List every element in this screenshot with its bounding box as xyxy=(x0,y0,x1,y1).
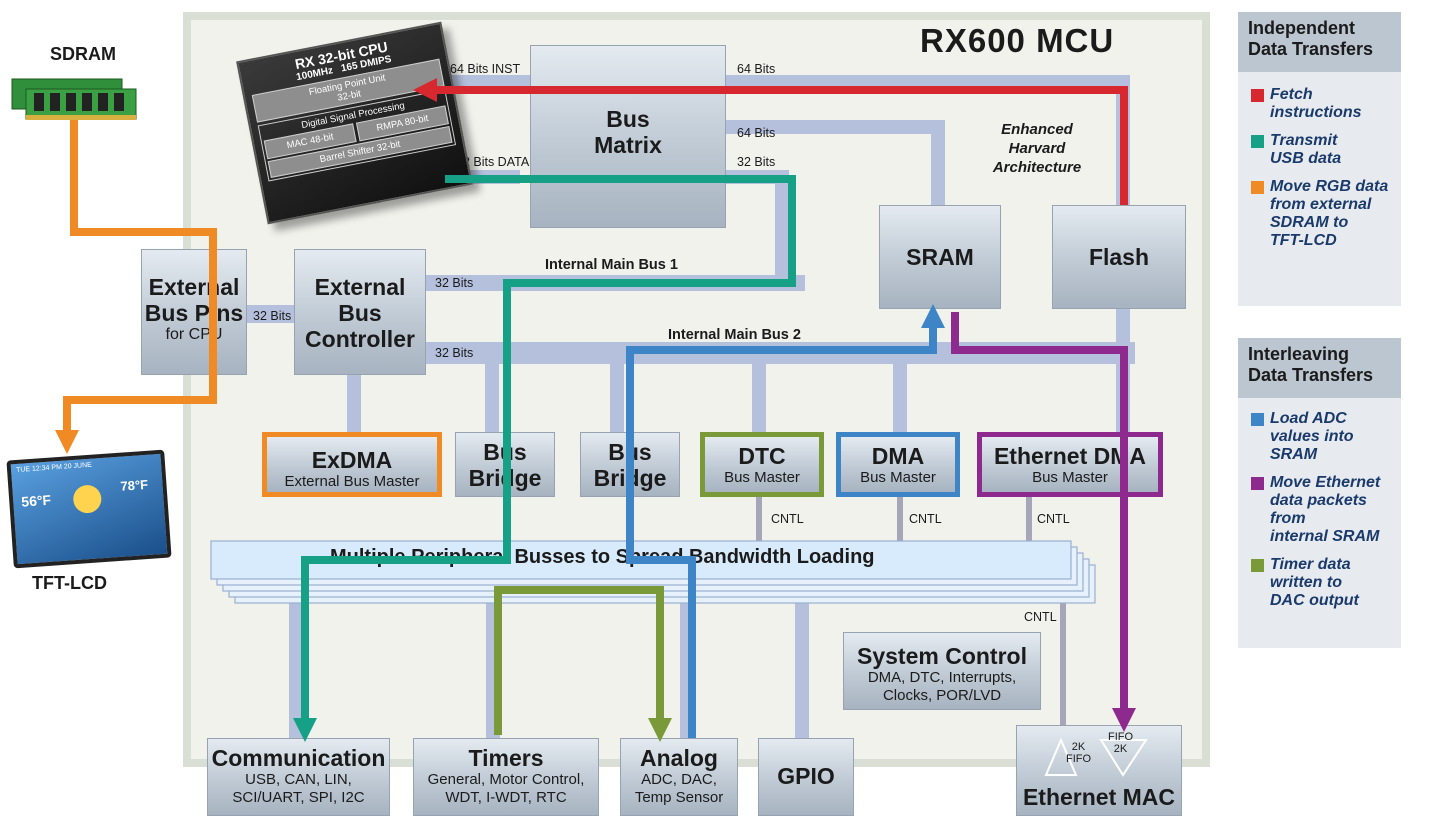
mcu-title: RX600 MCU xyxy=(920,22,1115,59)
cntl-label-ethdma: CNTL xyxy=(1037,512,1070,526)
ethernet-mac-block: Ethernet MAC xyxy=(1016,725,1182,816)
label-32-bits-data: 32 Bits DATA xyxy=(456,155,530,169)
tft-lcd-label: TFT-LCD xyxy=(32,573,107,593)
bus-64-sram xyxy=(725,120,945,134)
bus-bridge2-drop xyxy=(610,362,624,432)
sdram-label: SDRAM xyxy=(50,44,116,64)
bus-gpio-drop xyxy=(795,600,809,740)
tft-lcd-icon: TUE 12:34 PM 20 JUNE 56°F 78°F xyxy=(6,449,172,569)
cntl-dtc xyxy=(756,492,762,542)
internal-main-bus-1-label: Internal Main Bus 1 xyxy=(545,257,678,273)
cntl-label-ethmac: CNTL xyxy=(1024,610,1057,624)
label-64-bits-flash: 64 Bits xyxy=(737,62,776,76)
label-64-bits-sram: 64 Bits xyxy=(737,126,776,140)
fifo-2k-tx-icon xyxy=(1099,739,1148,777)
timers-block: Timers General, Motor Control,WDT, I-WDT… xyxy=(413,738,599,816)
bus-communication-drop xyxy=(289,600,303,740)
bus-dtc-drop xyxy=(752,362,766,432)
rgb-data-path xyxy=(55,120,217,454)
cntl-label-dtc: CNTL xyxy=(771,512,804,526)
bus-bridge1-drop xyxy=(485,362,499,432)
bus-32-drop xyxy=(775,170,789,290)
adc-to-sram-path xyxy=(626,304,945,738)
bus-exdma-drop xyxy=(347,375,361,432)
bus-ext-pins-link xyxy=(245,305,295,323)
usb-data-path xyxy=(293,175,796,742)
sram-block: SRAM xyxy=(879,205,1001,309)
gpio-block: GPIO xyxy=(758,738,854,816)
cntl-dma xyxy=(897,492,903,542)
bus-dma-drop xyxy=(893,362,907,432)
ethernet-data-path xyxy=(951,312,1136,732)
timer-to-dac-path xyxy=(494,586,672,742)
internal-main-bus-2-label: Internal Main Bus 2 xyxy=(668,327,801,343)
label-32-bits-bm: 32 Bits xyxy=(737,155,776,169)
cntl-ethmac xyxy=(1060,600,1066,730)
sdram-icon xyxy=(11,78,137,120)
bus-64-sram-drop xyxy=(931,120,945,210)
label-32-bits-mb1: 32 Bits xyxy=(435,276,474,290)
cntl-ethdma xyxy=(1026,492,1032,542)
fetch-instructions-path xyxy=(413,78,1128,205)
cntl-label-dma: CNTL xyxy=(909,512,942,526)
communication-block: Communication USB, CAN, LIN,SCI/UART, SP… xyxy=(207,738,390,816)
label-32-bits-mb2: 32 Bits xyxy=(435,346,474,360)
label-32-bits-pins: 32 Bits xyxy=(253,309,292,323)
system-control-block: System Control DMA, DTC, Interrupts,Cloc… xyxy=(843,632,1041,710)
label-64-bits-inst: 64 Bits INST xyxy=(450,62,521,76)
fifo-2k-rx-icon xyxy=(1044,737,1078,776)
sun-icon xyxy=(72,484,103,515)
flash-block: Flash xyxy=(1052,205,1186,309)
